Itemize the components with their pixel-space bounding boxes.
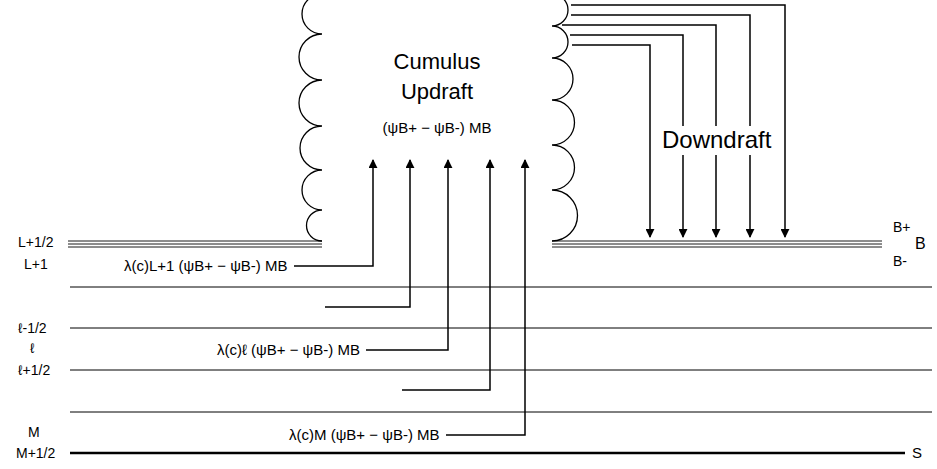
entrainment-label: λ(c)M (ψB+ − ψB-) MB bbox=[289, 426, 440, 444]
level-label: M bbox=[28, 424, 40, 441]
level-label: M+1/2 bbox=[16, 445, 55, 462]
downdraft-arrows bbox=[562, 5, 785, 237]
level-label: ℓ bbox=[30, 340, 35, 357]
surface-label: S bbox=[912, 444, 922, 462]
entrainment-arrows bbox=[294, 160, 525, 435]
cumulus-cloud: Cumulus Updraft (ψB+ − ψB-) MB bbox=[290, 0, 590, 250]
level-label: L+1 bbox=[24, 256, 48, 273]
level-lines bbox=[70, 287, 932, 412]
entrainment-label: λ(c)L+1 (ψB+ − ψB-) MB bbox=[124, 257, 288, 275]
boundary-label: B+ bbox=[893, 219, 911, 236]
surface-line bbox=[70, 452, 905, 455]
level-label: L+1/2 bbox=[18, 234, 53, 251]
level-label: ℓ-1/2 bbox=[18, 320, 47, 337]
entrainment-label: λ(c)ℓ (ψB+ − ψB-) MB bbox=[217, 341, 360, 359]
mass-flux-formula: (ψB+ − ψB-) MB bbox=[337, 118, 537, 138]
boundary-lines bbox=[68, 241, 882, 247]
level-label: ℓ+1/2 bbox=[18, 362, 50, 379]
downdraft-label: Downdraft bbox=[659, 126, 774, 155]
boundary-label: B- bbox=[893, 253, 907, 270]
boundary-label: B bbox=[915, 234, 926, 253]
cloud-title: Cumulus Updraft bbox=[377, 47, 497, 107]
